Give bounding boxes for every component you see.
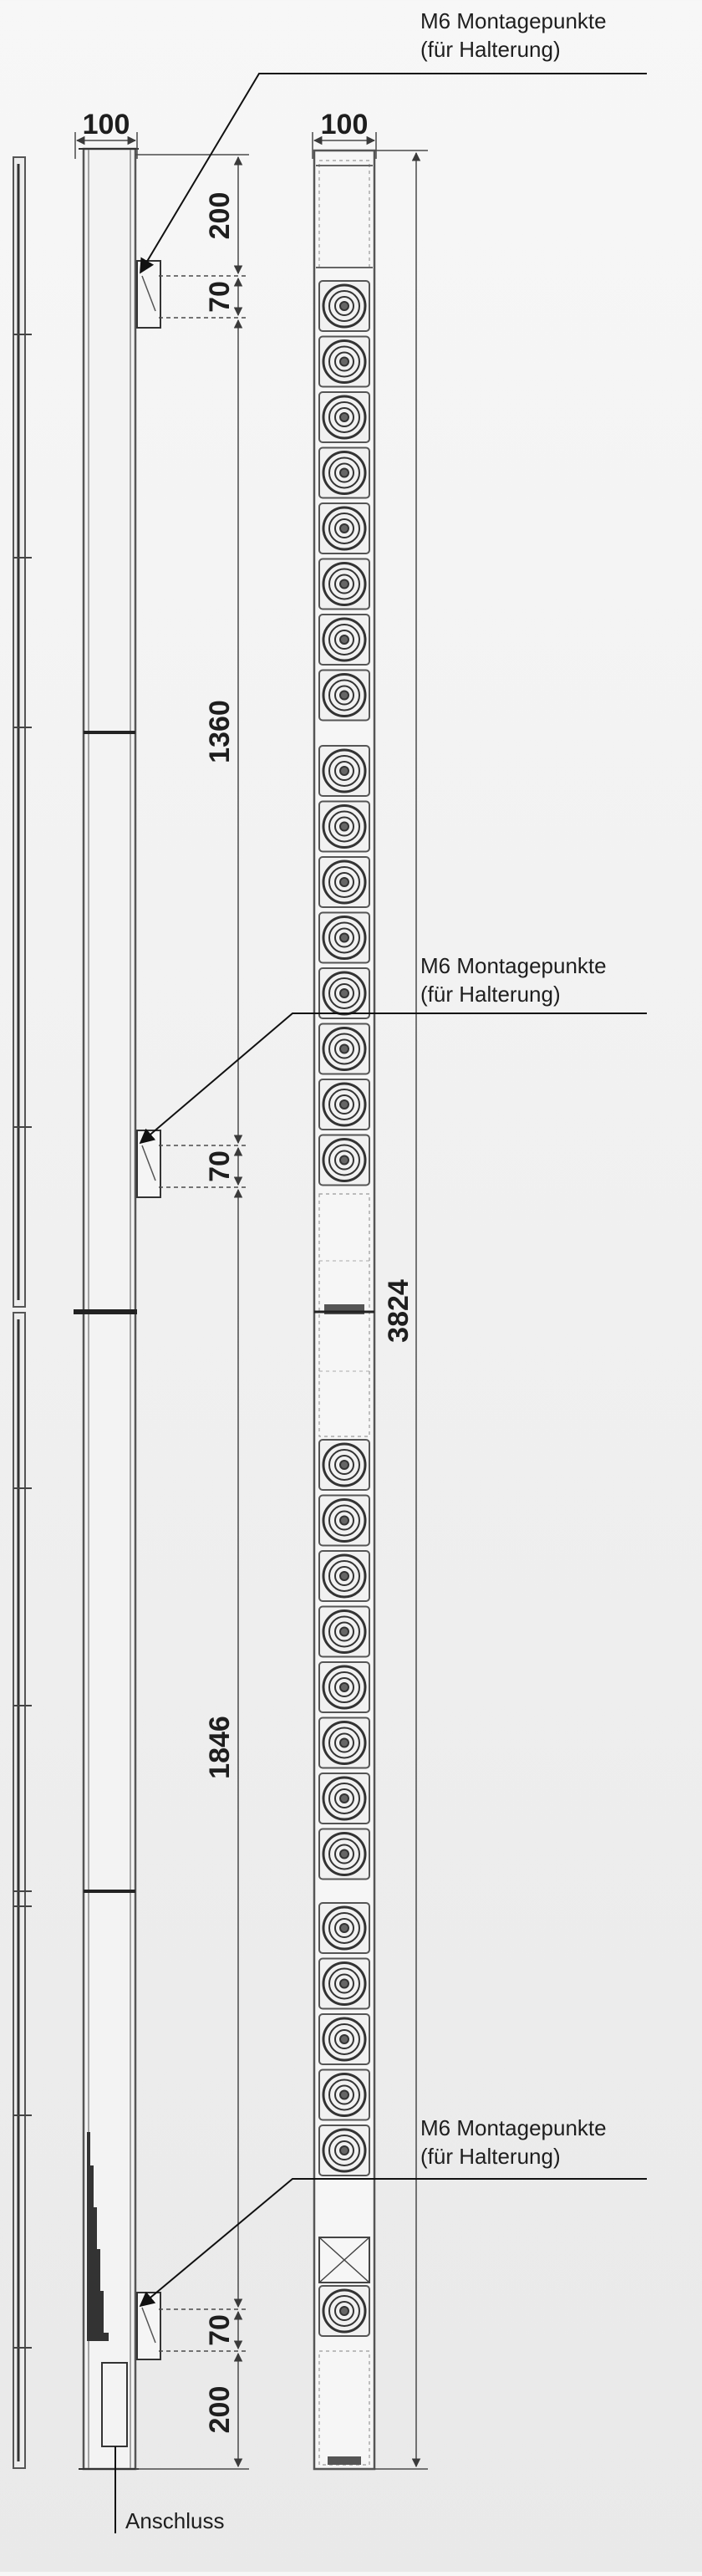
driver-array: [318, 280, 370, 2337]
driver-5: [318, 558, 370, 610]
driver-13: [318, 1023, 370, 1075]
driver-27: [318, 2068, 370, 2121]
driver-26: [318, 2013, 370, 2065]
bracket-2: [136, 1130, 161, 1198]
callout-top-line1: M6 Montagepunkte: [420, 8, 607, 33]
driver-18: [318, 1550, 370, 1602]
driver-8: [318, 745, 370, 797]
dim-upper-span: 1360: [204, 700, 236, 763]
dimension-labels: 100 100 200 70 1360 70 1846 70 200 3824: [83, 109, 415, 2433]
callout-bottom: M6 Montagepunkte (für Halterung): [420, 2114, 671, 2170]
callout-top: M6 Montagepunkte (für Halterung): [420, 7, 671, 64]
driver-11: [318, 911, 370, 964]
dim-total-height: 3824: [383, 1279, 415, 1343]
driver-21: [318, 1716, 370, 1769]
side-dimension-chain: [135, 154, 249, 2470]
connection-label: Anschluss: [125, 2508, 225, 2533]
dim-top-offset: 200: [204, 192, 236, 240]
callout-middle-line1: M6 Montagepunkte: [420, 953, 607, 978]
driver-3: [318, 446, 370, 499]
driver-17: [318, 1494, 370, 1547]
driver-22: [318, 1773, 370, 1824]
driver-1: [318, 335, 370, 388]
driver-12: [318, 967, 370, 1019]
driver-9: [318, 800, 370, 853]
dim-bracket-1: 70: [204, 281, 236, 313]
callout-bottom-line1: M6 Montagepunkte: [420, 2115, 607, 2140]
driver-25: [318, 1957, 370, 2010]
dim-front-width: 100: [321, 109, 369, 140]
bracket-3: [136, 2292, 161, 2360]
driver-28: [318, 2125, 370, 2176]
dim-bottom-offset: 200: [204, 2386, 236, 2434]
driver-7: [318, 669, 370, 722]
callout-bottom-line2: (für Halterung): [420, 2144, 561, 2169]
callout-leaders: [114, 73, 647, 2533]
driver-14: [318, 1079, 370, 1130]
driver-15: [318, 1134, 370, 1186]
driver-29: [318, 2285, 370, 2337]
driver-16: [318, 1439, 370, 1491]
wall-rail: [13, 156, 32, 2469]
driver-19: [318, 1605, 370, 1658]
total-height-dimension: [374, 150, 428, 2470]
driver-23: [318, 1828, 370, 1880]
side-view: [74, 147, 139, 2471]
driver-20: [318, 1661, 370, 1713]
width-dimensions: [74, 132, 377, 159]
driver-0: [318, 280, 370, 332]
callout-middle-line2: (für Halterung): [420, 982, 561, 1007]
driver-10: [318, 856, 370, 908]
driver-6: [318, 614, 370, 666]
dim-bracket-3: 70: [204, 2314, 236, 2346]
front-view: [313, 149, 376, 2471]
driver-24: [318, 1902, 370, 1954]
dim-side-width: 100: [83, 109, 130, 140]
callout-top-line2: (für Halterung): [420, 37, 561, 62]
callout-middle: M6 Montagepunkte (für Halterung): [420, 951, 671, 1008]
dim-lower-span: 1846: [204, 1716, 236, 1779]
driver-4: [318, 502, 370, 554]
driver-2: [318, 391, 370, 443]
dim-bracket-2: 70: [204, 1150, 236, 1182]
